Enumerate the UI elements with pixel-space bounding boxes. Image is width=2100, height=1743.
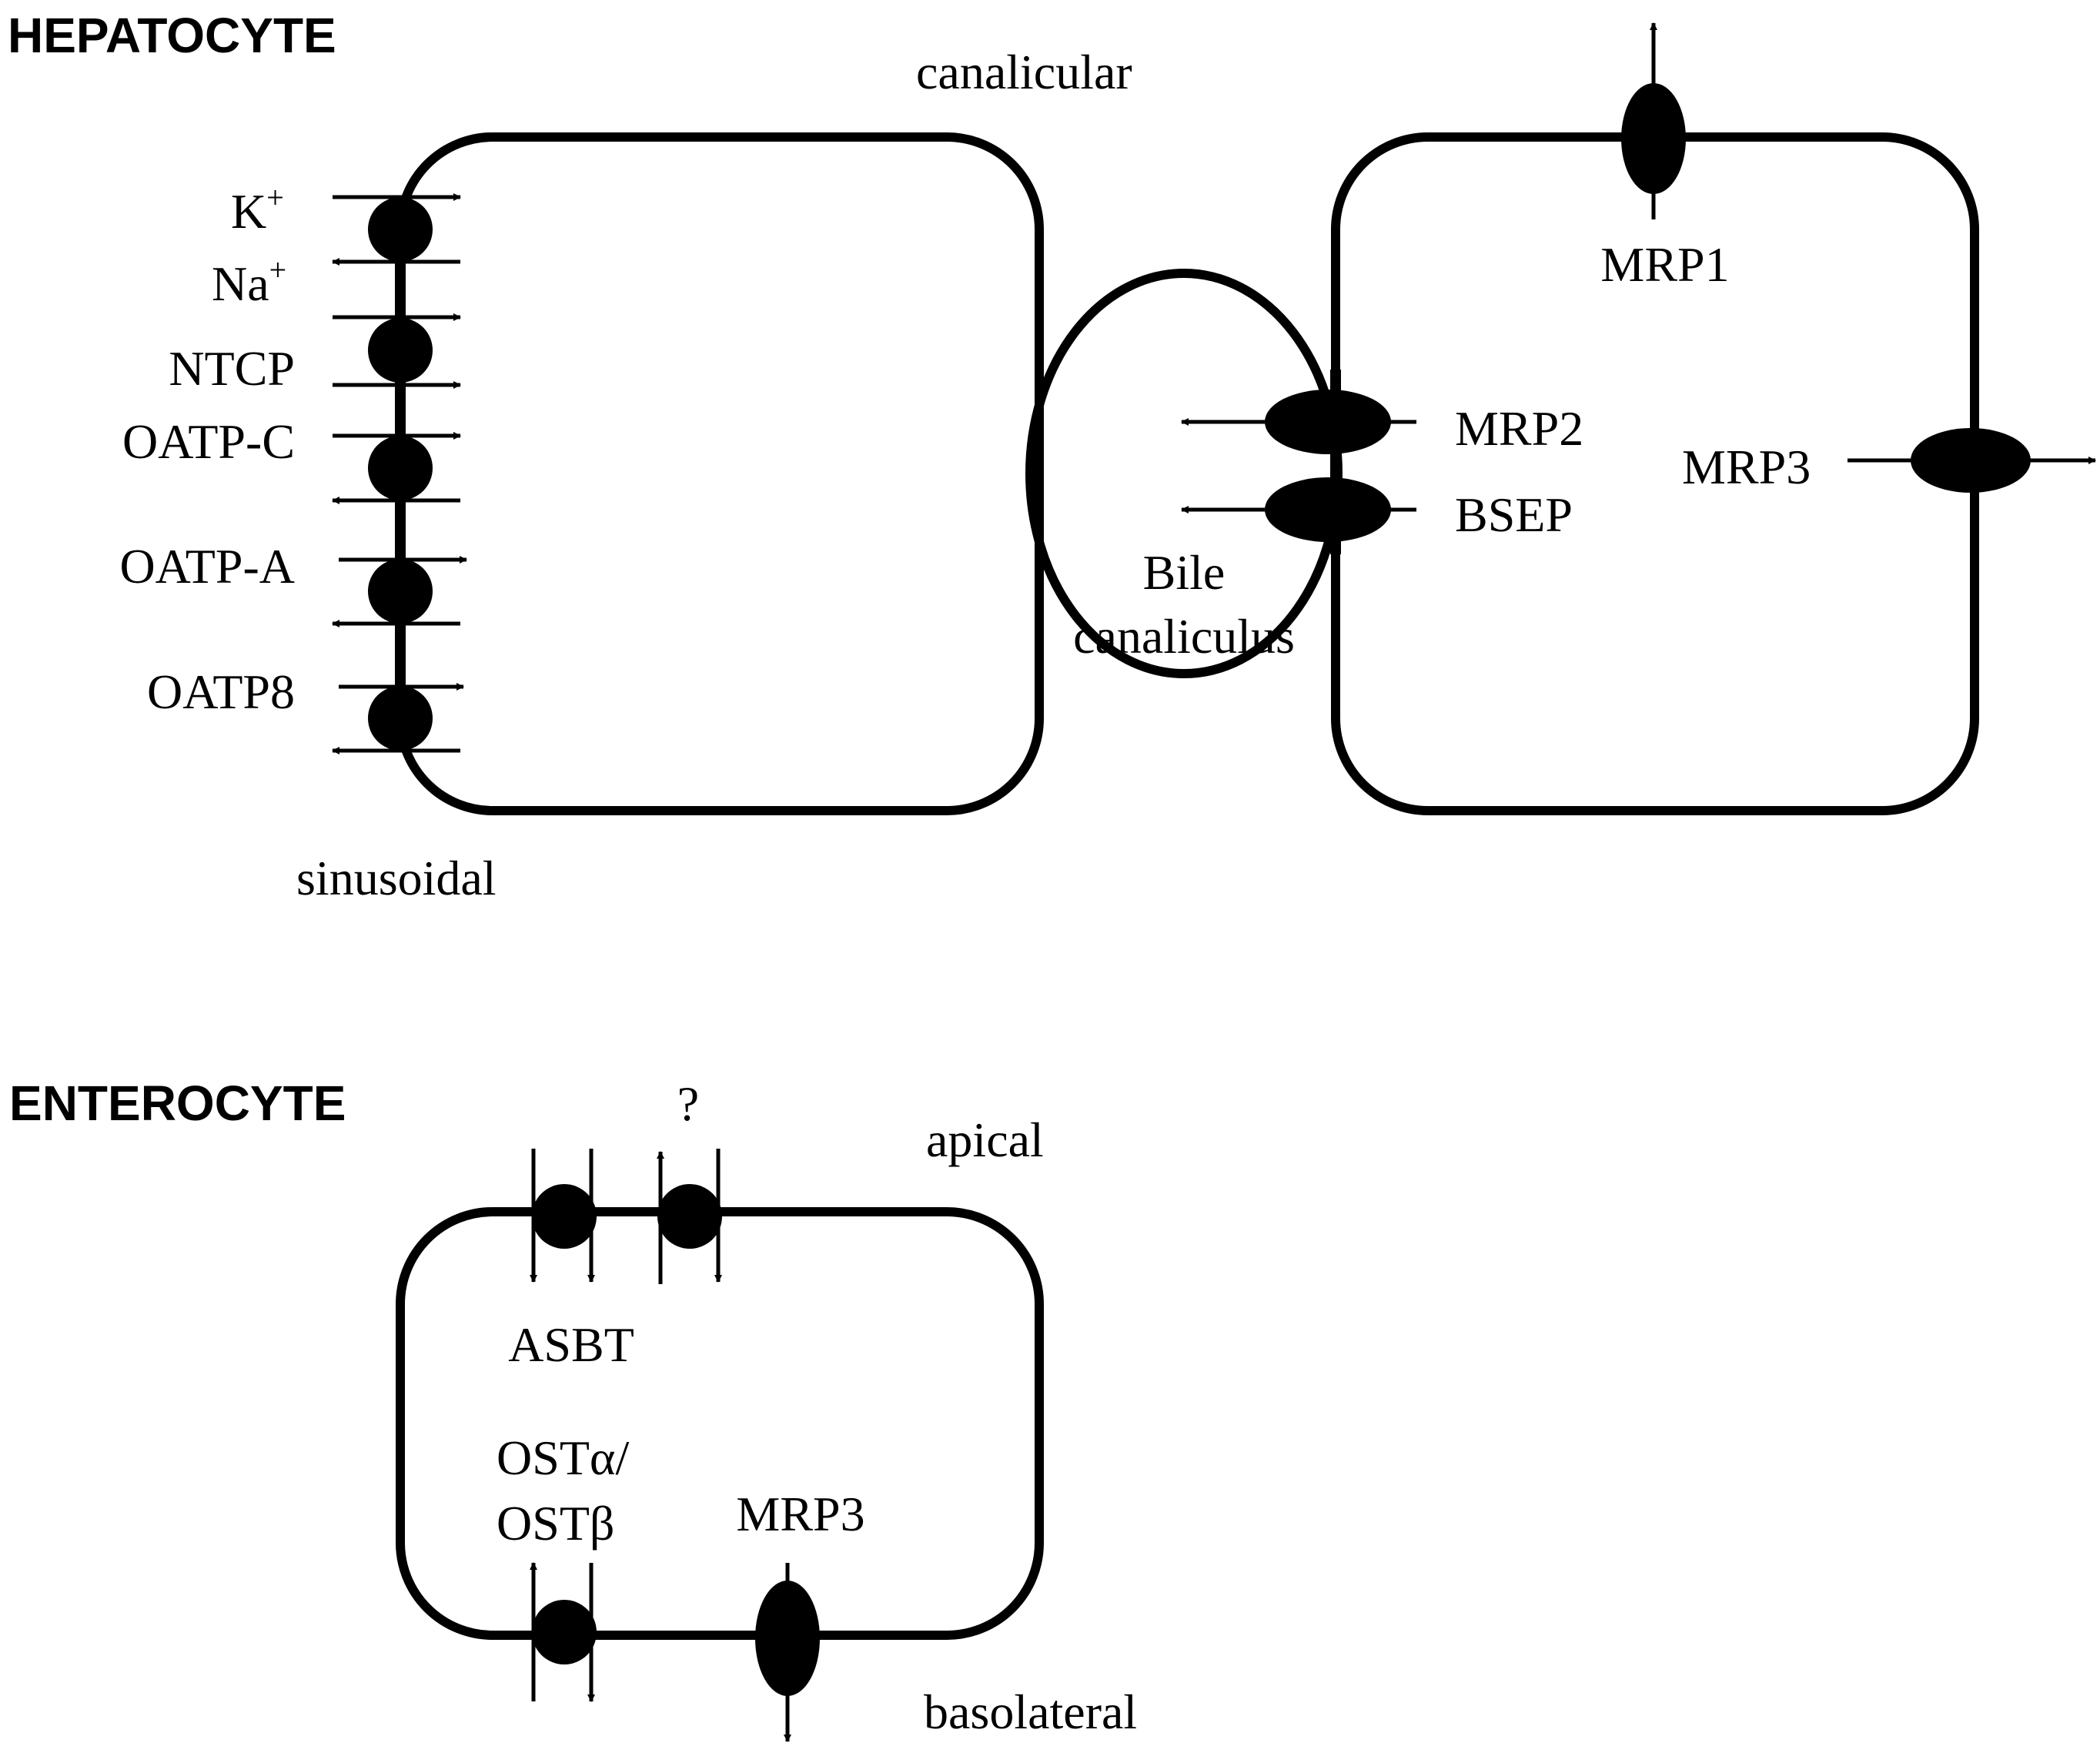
sinusoidal-transporter-dots bbox=[368, 197, 433, 751]
oatp8-label: OATP8 bbox=[147, 664, 295, 719]
bsep-transporter bbox=[1265, 477, 1391, 542]
unknown-transporter-label: ? bbox=[677, 1076, 699, 1131]
sinusoidal-label: sinusoidal bbox=[296, 851, 497, 905]
mrp1-label: MRP1 bbox=[1600, 237, 1729, 292]
oatp-a-label: OATP-A bbox=[119, 539, 295, 594]
ost-label-line2: OSTβ bbox=[497, 1496, 614, 1551]
mrp3-enterocyte-label: MRP3 bbox=[736, 1487, 864, 1541]
mrp3-hepatocyte-label: MRP3 bbox=[1682, 440, 1811, 494]
oatp8-transporter bbox=[368, 686, 433, 751]
ost-label-line1: OSTα/ bbox=[497, 1430, 629, 1485]
basolateral-label: basolateral bbox=[924, 1684, 1137, 1739]
bile-canaliculus-label-line2: canaliculus bbox=[1073, 609, 1295, 664]
mrp1-transporter bbox=[1621, 83, 1686, 194]
mrp3-enterocyte-transporter bbox=[755, 1581, 820, 1696]
oatp-c-transporter bbox=[368, 436, 433, 500]
na-ion-label: Na+ bbox=[212, 253, 286, 311]
hepatocyte-title: HEPATOCYTE bbox=[8, 8, 336, 63]
hepatocyte-cell-left bbox=[396, 132, 1044, 815]
na-k-pump bbox=[368, 197, 433, 262]
enterocyte-title: ENTEROCYTE bbox=[9, 1076, 346, 1131]
apical-label: apical bbox=[926, 1112, 1044, 1167]
asbt-label: ASBT bbox=[508, 1317, 634, 1372]
mrp3-hepatocyte-transporter bbox=[1911, 428, 2031, 493]
mrp2-transporter bbox=[1265, 390, 1391, 454]
oatp-a-transporter bbox=[368, 559, 433, 624]
asbt-transporter bbox=[532, 1184, 597, 1249]
ost-transporter bbox=[532, 1600, 597, 1664]
bsep-label: BSEP bbox=[1455, 487, 1573, 542]
ntcp-label: NTCP bbox=[169, 341, 295, 396]
mrp2-label: MRP2 bbox=[1455, 401, 1583, 456]
unknown-transporter bbox=[657, 1184, 722, 1249]
ntcp-transporter bbox=[368, 318, 433, 383]
canalicular-label: canalicular bbox=[916, 45, 1132, 99]
bile-canaliculus-label-line1: Bile bbox=[1143, 545, 1226, 600]
oatp-c-label: OATP-C bbox=[122, 414, 295, 469]
k-ion-label: K+ bbox=[231, 180, 284, 239]
